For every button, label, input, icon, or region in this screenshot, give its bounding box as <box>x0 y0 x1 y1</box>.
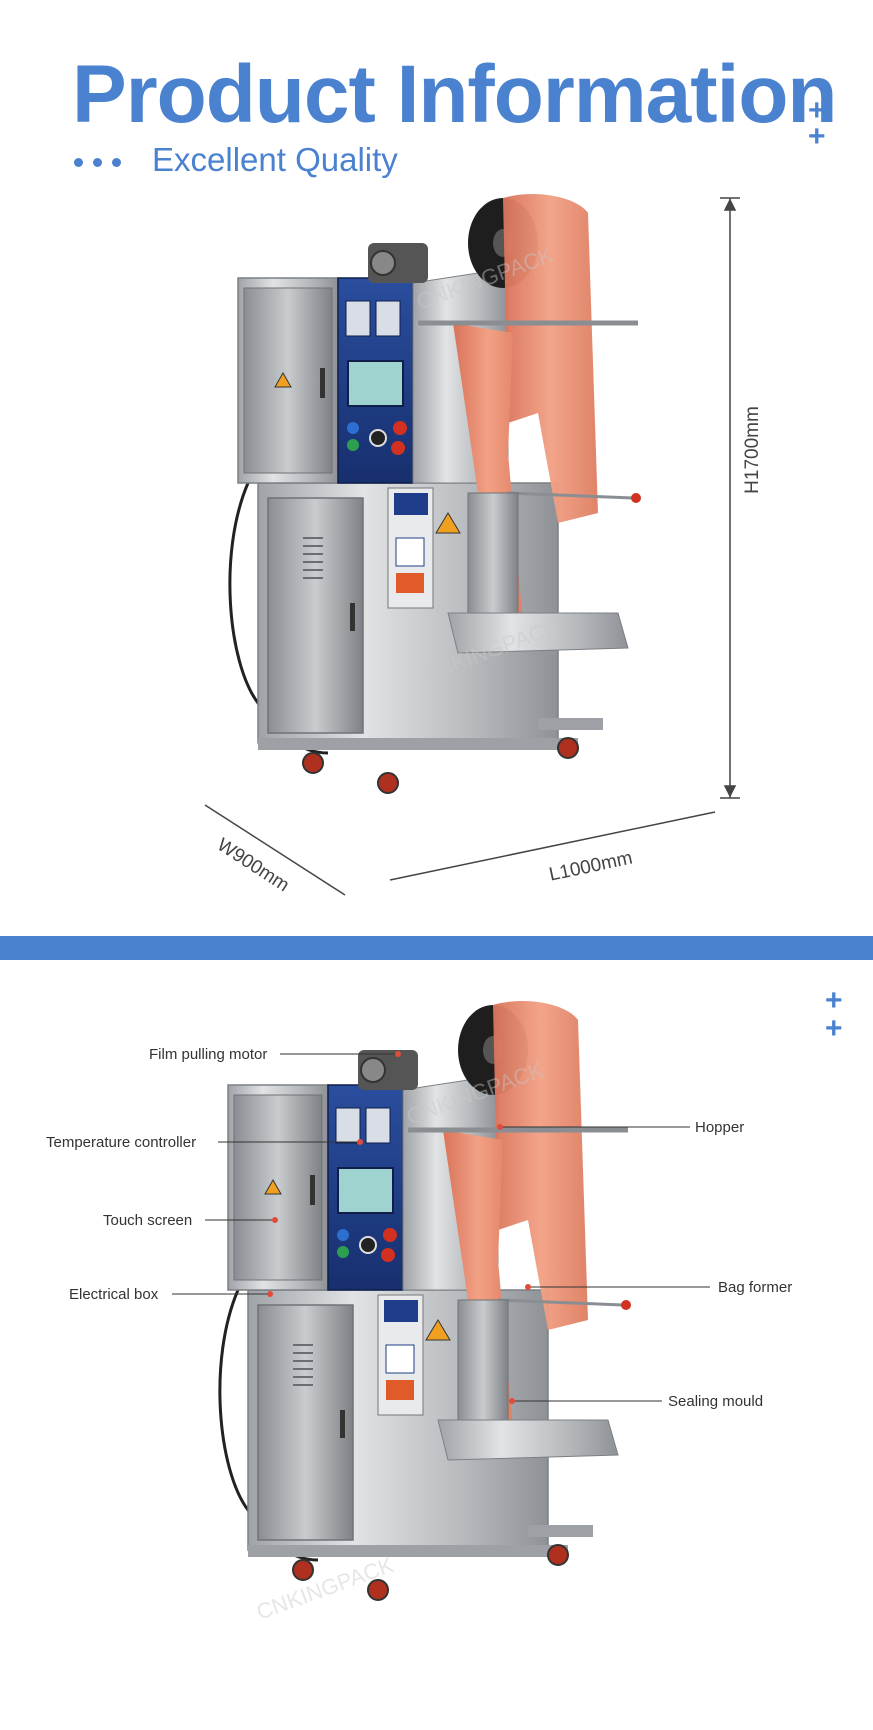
dot-icon <box>93 158 102 167</box>
section-divider <box>0 936 873 960</box>
dimension-width-line <box>204 804 346 896</box>
length-dimension: L1000mm <box>547 848 634 886</box>
callout-dots <box>267 1051 531 1404</box>
label-film-pulling-motor: Film pulling motor <box>149 1046 267 1063</box>
page-title: Product Information <box>72 49 838 140</box>
label-temperature-controller: Temperature controller <box>46 1134 196 1151</box>
dimension-length-line <box>389 811 716 881</box>
label-sealing-mould: Sealing mould <box>668 1393 763 1410</box>
label-hopper: Hopper <box>695 1119 744 1136</box>
label-touch-screen: Touch screen <box>103 1212 192 1229</box>
page-subtitle: Excellent Quality <box>152 141 398 178</box>
dot-icon <box>112 158 121 167</box>
plus-icon: + <box>808 94 826 127</box>
machine-illustration-labeled <box>220 1001 631 1600</box>
label-electrical-box: Electrical box <box>69 1286 159 1303</box>
dot-icon <box>74 158 83 167</box>
plus-icon: + <box>808 120 826 153</box>
dimension-height-line <box>720 197 740 799</box>
callout-lines <box>172 1053 710 1402</box>
height-dimension: H1700mm <box>742 406 763 494</box>
plus-icon: + <box>825 984 843 1017</box>
dots-decoration <box>74 158 121 167</box>
width-dimension: W900mm <box>213 834 293 896</box>
label-bag-former: Bag former <box>718 1279 792 1296</box>
plus-icon: + <box>825 1012 843 1045</box>
